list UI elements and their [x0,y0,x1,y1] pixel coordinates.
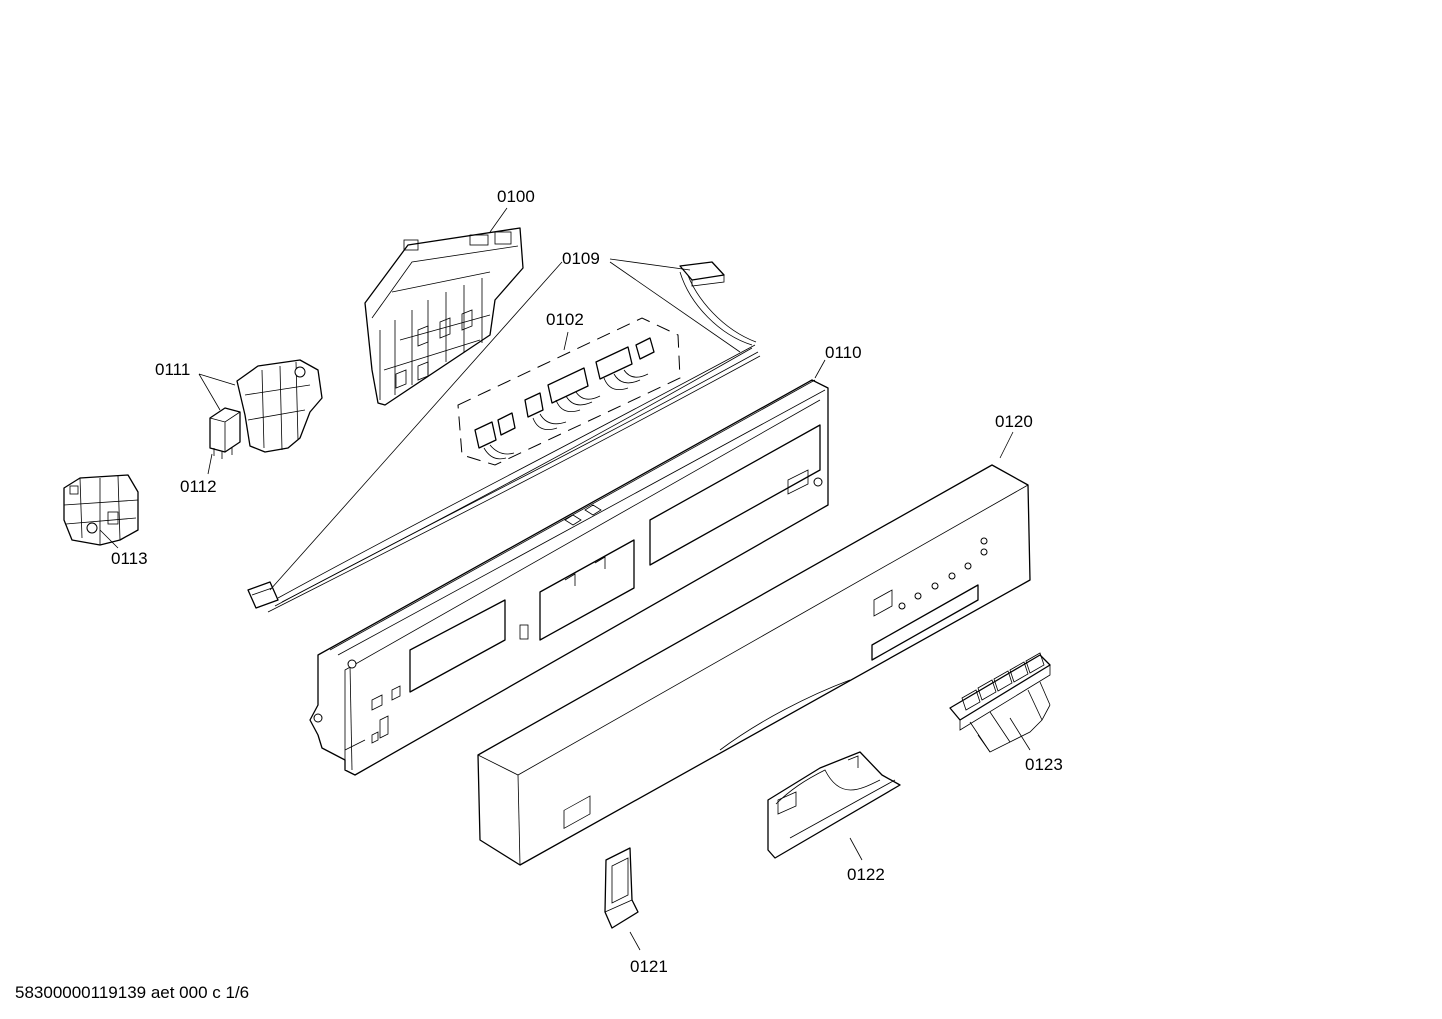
document-reference: 58300000119139 aet 000 c 1/6 [15,983,249,1002]
part-0121-clip[interactable] [604,847,639,929]
label-0110: 0110 [825,343,862,362]
part-0102-connector-set[interactable] [457,317,681,466]
part-0111-switch[interactable] [236,359,323,453]
label-0111: 0111 [155,360,190,379]
label-0112: 0112 [180,477,217,496]
part-0113-mains-switch[interactable] [63,474,139,546]
label-0122: 0122 [847,865,885,884]
part-0109-wiring-harness[interactable] [247,261,761,613]
label-0121: 0121 [630,957,668,976]
label-0100: 0100 [497,187,535,206]
part-0112-suppressor[interactable] [209,407,241,459]
label-0120: 0120 [995,412,1033,431]
part-0122-handle[interactable] [767,751,901,859]
label-0123: 0123 [1025,755,1063,774]
label-0102: 0102 [546,310,584,329]
part-0123-button-strip[interactable] [949,652,1051,731]
part-0100-electronic-module[interactable] [364,227,524,406]
label-0113: 0113 [111,549,148,568]
label-0109: 0109 [562,249,600,268]
part-0110-frame[interactable] [309,379,829,776]
part-0120-control-panel[interactable] [477,464,1031,866]
leader-lines [99,207,1051,951]
